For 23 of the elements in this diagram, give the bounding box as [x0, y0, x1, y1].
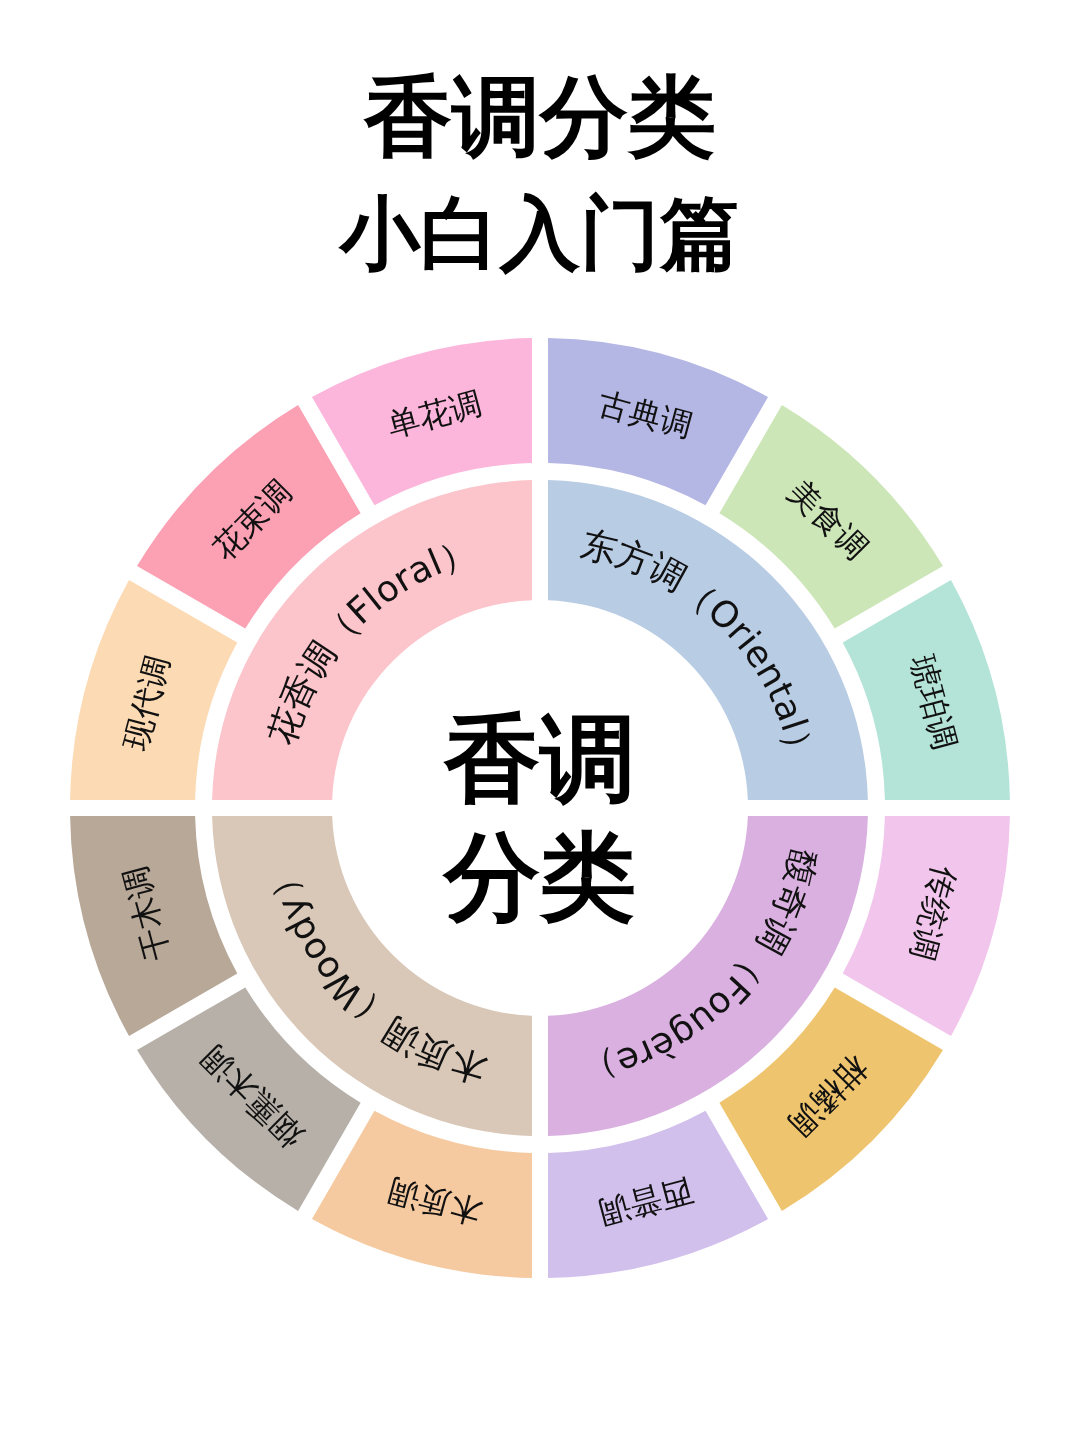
ring-segment — [842, 816, 1010, 1037]
subcategory-label: 美食调 — [780, 472, 876, 568]
center-title: 香调分类 — [441, 702, 637, 935]
ring-segment — [548, 1110, 769, 1278]
subcategory-label: 干木调 — [115, 862, 178, 965]
subcategory-label: 花束调 — [204, 472, 300, 568]
ring-segment — [311, 338, 532, 506]
ring-segment — [548, 338, 769, 506]
title: 香调分类 — [362, 64, 717, 170]
subcategory-label: 木质调 — [383, 1170, 486, 1233]
subcategory-label: 传统调 — [902, 862, 965, 965]
subcategory-label: 单花调 — [383, 383, 486, 446]
subtitle: 小白入门篇 — [337, 186, 741, 282]
ring-segment — [70, 579, 238, 800]
subcategory-label: 柑橘调 — [780, 1048, 876, 1144]
subcategory-label: 烟熏木调 — [193, 1037, 311, 1155]
ring-segment — [70, 816, 238, 1037]
subcategory-label: 琥珀调 — [902, 651, 965, 754]
subcategory-label: 现代调 — [115, 651, 178, 754]
ring-segment — [311, 1110, 532, 1278]
subcategory-label: 西普调 — [594, 1170, 697, 1233]
ring-segment — [842, 579, 1010, 800]
subcategory-label: 古典调 — [594, 383, 697, 446]
